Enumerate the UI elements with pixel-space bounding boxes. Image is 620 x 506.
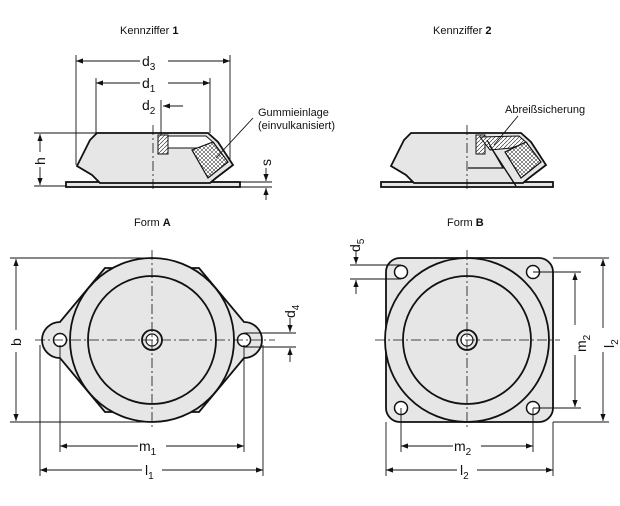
dim-h: h: [32, 157, 48, 165]
dim-l1: l1: [145, 462, 154, 482]
dim-d4: d4: [282, 304, 302, 318]
title-form-a: Form A: [134, 217, 171, 229]
dim-d5: d5: [347, 238, 367, 252]
label-gummieinlage: Gummieinlage: [258, 107, 329, 119]
label-abreisssicherung: Abreißsicherung: [505, 104, 585, 116]
dim-s: s: [258, 159, 274, 166]
side-view-1: d3 d1 d2 h s Gummieinlage (einvulkanisie…: [32, 53, 335, 200]
dim-l2-vertical: l2: [601, 339, 620, 348]
dim-l2-horizontal: l2: [460, 462, 469, 482]
title-kennziffer-2: Kennziffer 2: [433, 25, 492, 37]
top-view-form-a: b d4 m1 l1: [8, 250, 302, 482]
side-view-2: Abreißsicherung: [380, 104, 585, 192]
top-view-form-b: d5 m2 l2 m2 l2: [347, 238, 620, 482]
dim-m2-vertical: m2: [573, 334, 593, 352]
dim-m2-horizontal: m2: [454, 438, 472, 458]
dim-m1: m1: [139, 438, 157, 458]
label-einvulkanisiert: (einvulkanisiert): [258, 120, 335, 132]
dim-b: b: [8, 338, 24, 346]
title-form-b: Form B: [447, 217, 484, 229]
dim-d2: d2: [142, 97, 156, 117]
mounting-hole: [393, 264, 409, 280]
dim-d1: d1: [142, 75, 156, 95]
title-kennziffer-1: Kennziffer 1: [120, 25, 179, 37]
dim-d3: d3: [142, 53, 156, 73]
